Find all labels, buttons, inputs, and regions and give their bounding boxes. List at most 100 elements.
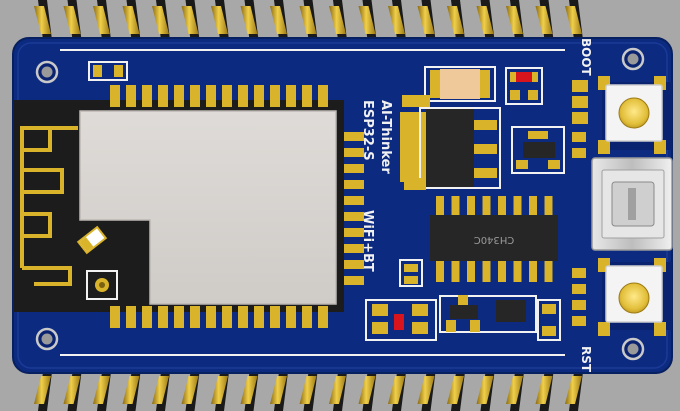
mounting-hole-bottom-right: [621, 337, 645, 361]
usb-chip-label-text: CH340C: [474, 234, 515, 245]
module-pad: [318, 306, 328, 328]
module-pad: [158, 85, 168, 107]
chip-pin: [451, 260, 460, 282]
usb-uart-chip: CH340C: [430, 196, 558, 282]
reset-button-cap[interactable]: [618, 282, 650, 314]
header-pin: [211, 376, 228, 404]
module-pad: [344, 212, 364, 221]
header-pin: [447, 6, 464, 34]
chip-pin: [529, 196, 537, 216]
header-pin: [152, 376, 169, 404]
chip-pin: [482, 196, 491, 216]
header-pin: [181, 6, 199, 34]
header-pin: [388, 6, 405, 34]
antenna-icon: [20, 126, 118, 300]
header-pins-bottom: [34, 372, 583, 411]
module-pad: [302, 85, 312, 107]
header-pin: [417, 376, 435, 404]
header-pin: [358, 376, 376, 404]
module-pad: [174, 85, 184, 107]
module-pad: [222, 306, 232, 328]
module-pad: [344, 132, 364, 141]
header-pin: [211, 6, 228, 34]
module-pad: [110, 85, 120, 107]
tantalum-capacitor: [424, 66, 496, 102]
module-pad: [344, 180, 364, 189]
header-pins-top: [34, 0, 583, 40]
capacitor-c-top-left: [88, 61, 128, 81]
passive-pads-top-right: [572, 80, 588, 158]
header-pin: [535, 376, 553, 404]
module-pad: [286, 306, 296, 328]
module-pads-bottom: [110, 306, 328, 328]
boot-button[interactable]: [598, 76, 672, 154]
chip-pin: [498, 260, 506, 282]
micro-usb-connector-icon[interactable]: [591, 157, 673, 251]
header-pin: [63, 6, 81, 34]
module-pad: [126, 306, 136, 328]
chip-pin: [482, 260, 491, 282]
mounting-hole-top-left: [35, 60, 59, 84]
module-pad: [238, 85, 248, 107]
module-pad: [206, 306, 216, 328]
module-pad: [190, 85, 200, 107]
module-pad: [238, 306, 248, 328]
module-pad: [174, 306, 184, 328]
module-pads-right: [344, 132, 364, 285]
header-pin: [506, 376, 523, 404]
boot-label-text: BOOT: [579, 38, 593, 77]
sot-transistor-bottom: [439, 295, 537, 333]
header-pin: [34, 6, 51, 34]
header-pin: [181, 376, 199, 404]
module-pad: [110, 306, 120, 328]
module-pad: [344, 228, 364, 237]
module-metal-shield: [79, 110, 337, 305]
module-pads-top: [110, 85, 328, 107]
header-pin: [506, 6, 523, 34]
header-pin: [535, 6, 553, 34]
header-pin: [270, 376, 287, 404]
module-pad: [318, 85, 328, 107]
module-tech-text: WiFi+BT: [360, 210, 375, 272]
module-pad: [142, 85, 152, 107]
module-pad: [206, 85, 216, 107]
chip-pin: [467, 196, 475, 216]
module-pad: [254, 85, 264, 107]
chip-pin: [467, 260, 475, 282]
header-pin: [122, 6, 140, 34]
header-pin: [240, 376, 258, 404]
module-model-text: ESP32-S: [360, 100, 375, 161]
header-pin: [476, 376, 494, 404]
header-pin: [417, 6, 435, 34]
capacitor-near-module: [399, 259, 423, 287]
chip-pin: [498, 196, 506, 216]
reset-button[interactable]: [598, 258, 672, 336]
voltage-regulator: [400, 95, 501, 190]
module-pad: [302, 306, 312, 328]
module-pad: [142, 306, 152, 328]
header-pin: [476, 6, 494, 34]
header-pin: [152, 6, 169, 34]
module-pad: [344, 148, 364, 157]
header-pin: [93, 376, 110, 404]
header-pin: [447, 376, 464, 404]
header-pin: [299, 376, 317, 404]
header-pin: [122, 376, 140, 404]
header-pin: [358, 6, 376, 34]
module-pad: [254, 306, 264, 328]
boot-button-cap[interactable]: [618, 97, 650, 129]
header-pin: [34, 376, 51, 404]
mounting-hole-top-right: [621, 47, 645, 71]
module-pad: [286, 85, 296, 107]
module-pad: [344, 260, 364, 269]
module-pad: [344, 164, 364, 173]
chip-pin: [544, 196, 553, 216]
header-pin: [388, 376, 405, 404]
led-status: [365, 299, 437, 341]
header-pin: [299, 6, 317, 34]
module-pad: [270, 306, 280, 328]
module-label-text: AI-Thinker: [378, 100, 393, 174]
header-pin: [240, 6, 258, 34]
module-pad: [344, 276, 364, 285]
